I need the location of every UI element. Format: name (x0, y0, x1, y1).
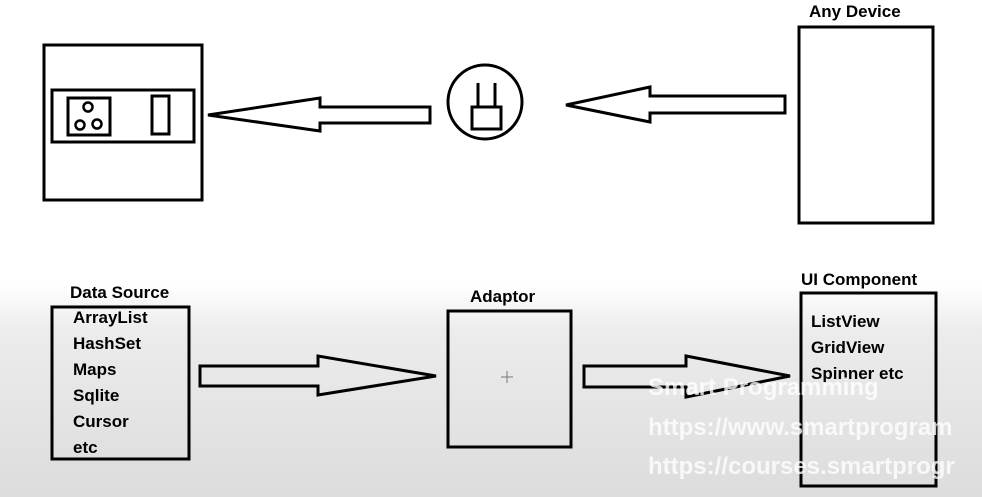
charger-body-icon (470, 105, 503, 131)
list-item: etc (73, 438, 98, 457)
switch-icon (150, 94, 171, 136)
list-item: ArrayList (73, 308, 148, 327)
socket-hole-right (91, 118, 103, 130)
arrow-adaptor-to-ui (582, 354, 791, 399)
data-source-list: ArrayList HashSet Maps Sqlite Cursor etc (73, 305, 148, 461)
arrow-charger-to-socket (207, 96, 432, 133)
list-item: HashSet (73, 334, 142, 353)
charger-circle (446, 63, 524, 141)
ui-component-box (799, 291, 938, 488)
watermark-line-3: https://courses.smartprogr (648, 453, 955, 480)
arrow-device-to-charger (565, 85, 787, 124)
adaptor-title: Adaptor (470, 287, 536, 306)
socket-hole-top (82, 101, 94, 113)
any-device-box (797, 25, 935, 225)
any-device-label: Any Device (809, 2, 901, 21)
list-item: Sqlite (73, 386, 120, 405)
list-item: Maps (73, 360, 117, 379)
socket-outlet (66, 96, 112, 137)
list-item: Cursor (73, 412, 129, 431)
list-item: Spinner etc (811, 364, 904, 383)
data-source-box (50, 305, 191, 461)
list-item: ListView (811, 312, 880, 331)
socket-hole-left (74, 119, 86, 131)
ui-component-title: UI Component (801, 270, 918, 289)
ui-component-list: ListView GridView Spinner etc (811, 309, 904, 387)
data-source-title: Data Source (70, 283, 170, 302)
socket-strip (50, 88, 196, 144)
arrow-datasource-to-adaptor (198, 354, 437, 397)
adaptor-box (446, 309, 573, 449)
watermark-line-2: https://www.smartprogram (648, 414, 953, 441)
power-board-box (42, 43, 204, 202)
watermark-line-1: Smart Programming (648, 374, 879, 401)
list-item: GridView (811, 338, 885, 357)
